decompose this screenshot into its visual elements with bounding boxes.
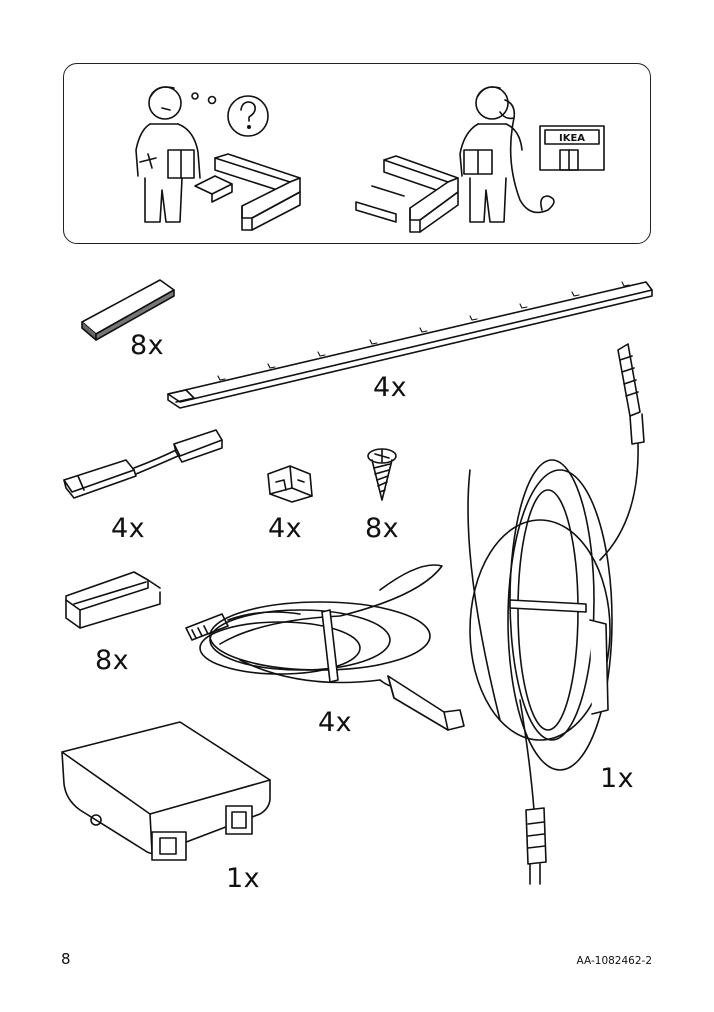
quantity-label-mounting-bracket: 8x: [95, 645, 130, 676]
person-on-phone-icon: [459, 86, 555, 223]
document-number: AA-1082462-2: [576, 955, 652, 967]
adhesive-pad-icon: [81, 279, 175, 341]
furniture-parts-icon: [194, 153, 301, 231]
quantity-label-led-strip: 4x: [373, 372, 408, 403]
screw-icon: [367, 448, 397, 501]
ikea-sign: IKEA: [559, 133, 585, 144]
led-strip-icon: [167, 281, 653, 409]
ikea-store-icon: IKEA: [539, 125, 605, 171]
quantity-label-end-clip: 4x: [268, 513, 303, 544]
help-illustration-frame: [63, 63, 651, 244]
question-bubble-icon: [227, 95, 269, 137]
quantity-label-connector-cable: 4x: [111, 513, 146, 544]
quantity-label-screw: 8x: [365, 513, 400, 544]
power-supply-cord-icon: [467, 343, 645, 885]
quantity-label-power-supply-cord: 1x: [600, 763, 635, 794]
quantity-label-extension-cord: 4x: [318, 707, 353, 738]
page-number: 8: [61, 950, 71, 968]
extension-cord-icon: [185, 564, 465, 731]
driver-box-icon: [61, 721, 271, 861]
mounting-bracket-icon: [65, 571, 161, 629]
quantity-label-driver-box: 1x: [226, 863, 261, 894]
connector-cable-icon: [63, 429, 223, 499]
end-clip-icon: [267, 465, 313, 503]
quantity-label-adhesive-pad: 8x: [130, 330, 165, 361]
confused-person-icon: [135, 86, 201, 223]
thought-dot-icon: [207, 95, 217, 105]
thought-dot-icon: [191, 92, 199, 100]
furniture-parts-icon: [355, 155, 459, 233]
